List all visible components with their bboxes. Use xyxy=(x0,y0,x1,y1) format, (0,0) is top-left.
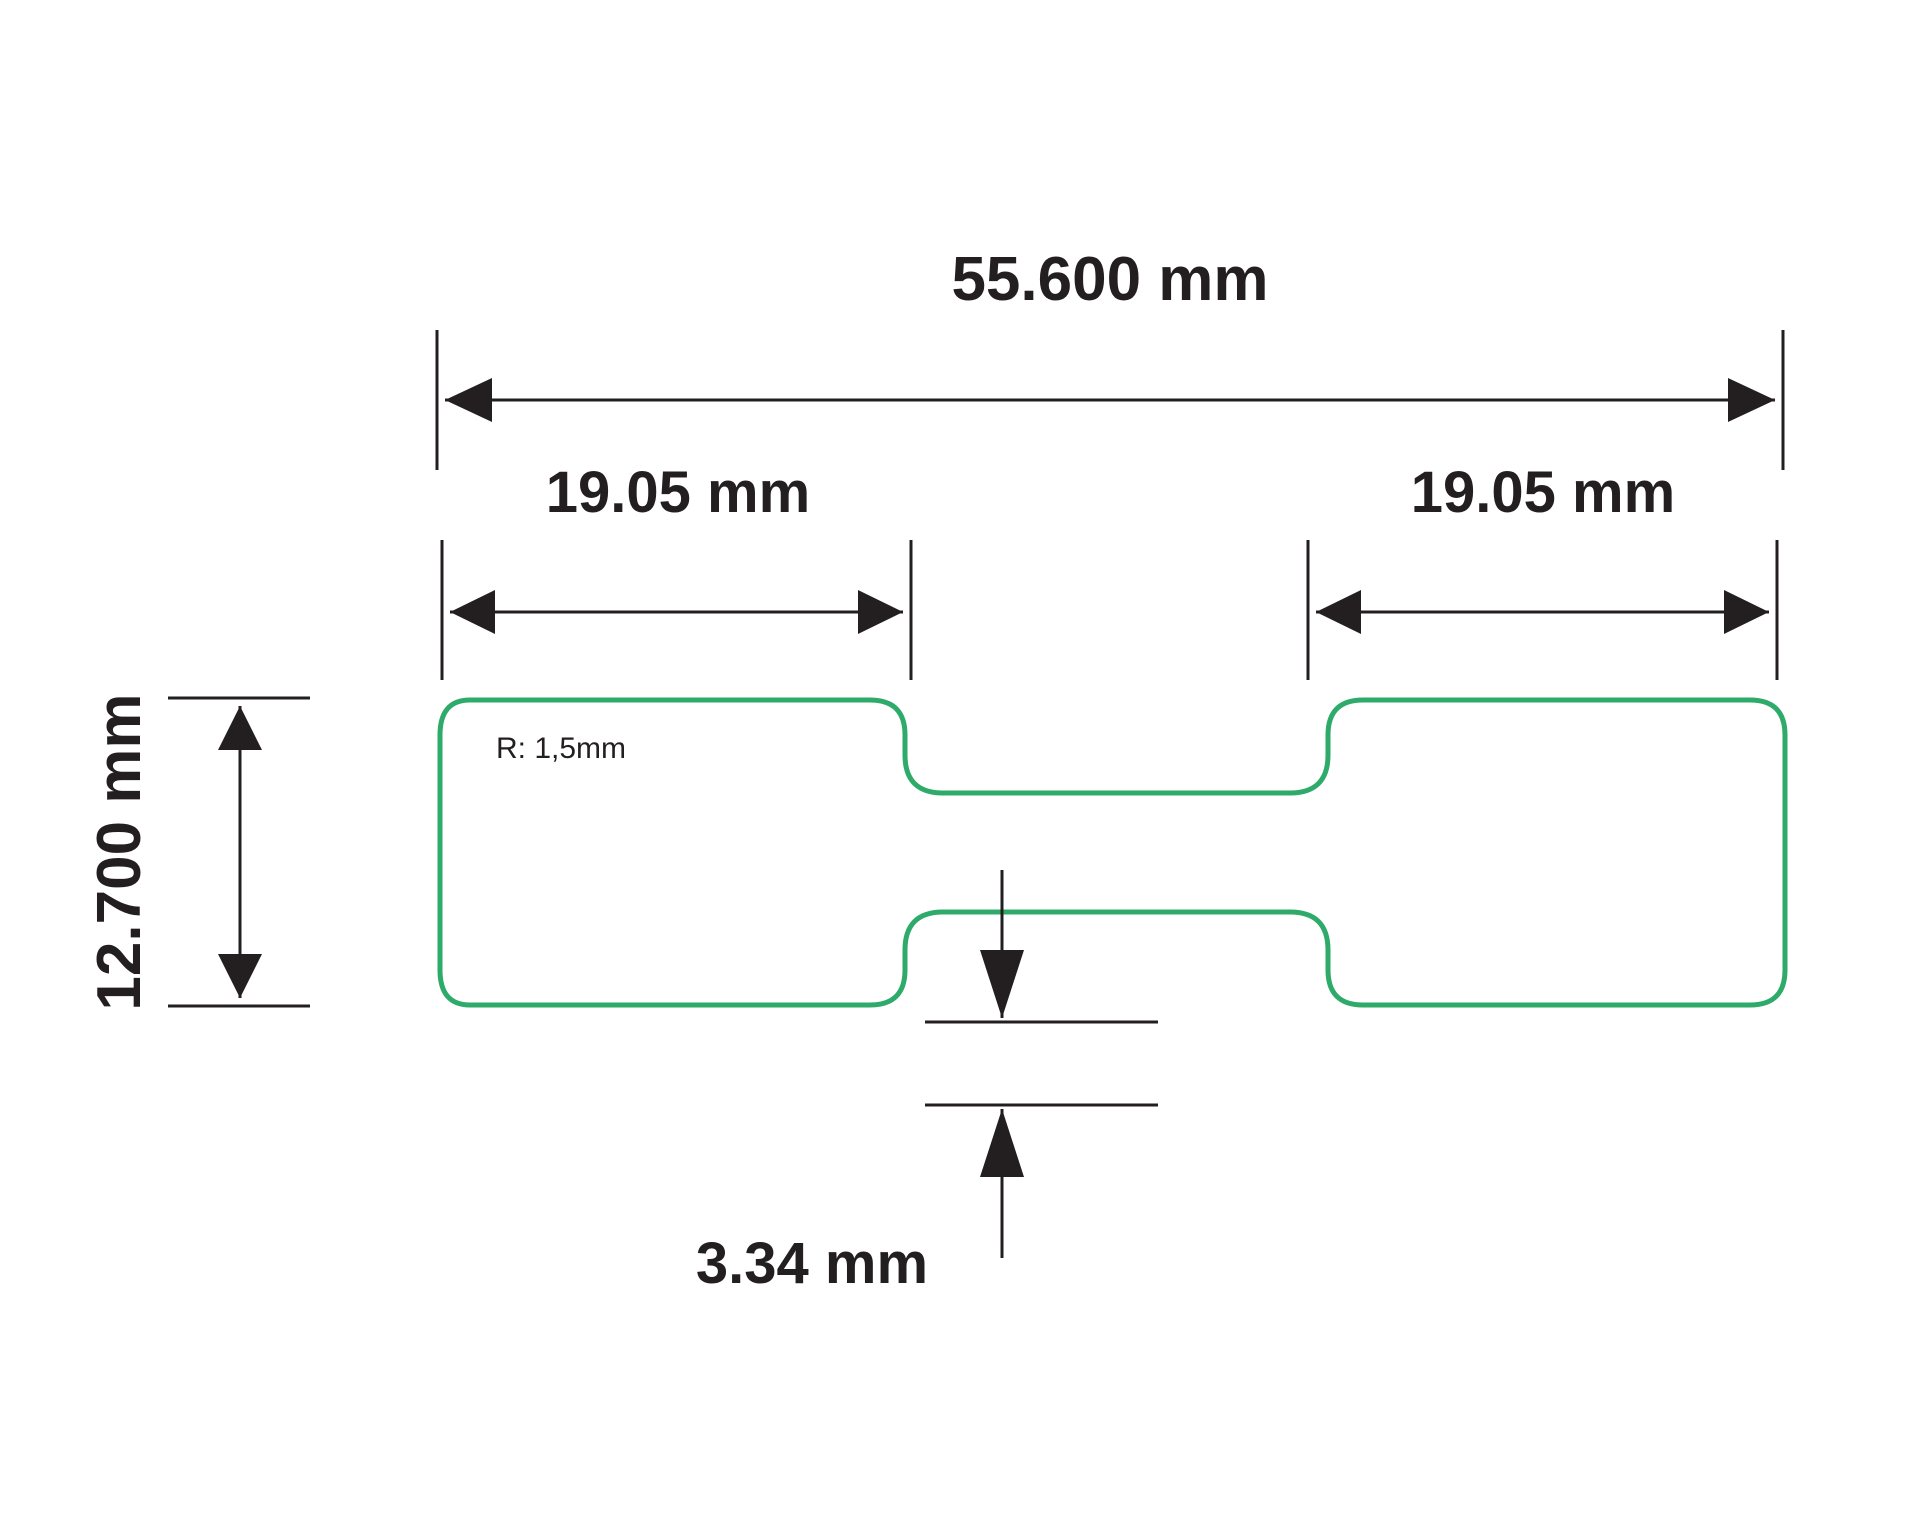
neck-offset-arrowhead-top xyxy=(980,950,1024,1018)
right-end-arrowhead-right xyxy=(1724,590,1769,634)
left-end-width-dimension: 19.05 mm xyxy=(440,460,913,680)
overall-width-label: 55.600 mm xyxy=(951,245,1268,314)
neck-offset-label: 3.34 mm xyxy=(696,1231,928,1296)
height-dimension: 12.700 mm xyxy=(85,693,310,1011)
overall-width-arrowhead-right xyxy=(1728,378,1775,422)
height-label: 12.700 mm xyxy=(85,693,154,1010)
height-arrowhead-top xyxy=(218,706,262,750)
neck-offset-dimension: 3.34 mm xyxy=(696,870,1158,1296)
right-end-width-label: 19.05 mm xyxy=(1411,460,1675,525)
left-end-arrowhead-left xyxy=(450,590,495,634)
label-outline xyxy=(437,697,1788,1008)
right-end-width-dimension: 19.05 mm xyxy=(1306,460,1779,680)
right-end-arrowhead-left xyxy=(1316,590,1361,634)
overall-width-arrowhead-left xyxy=(445,378,492,422)
corner-radius-label: R: 1,5mm xyxy=(496,732,626,765)
overall-width-dimension: 55.600 mm xyxy=(435,245,1785,470)
height-arrowhead-bottom xyxy=(218,954,262,998)
left-end-width-label: 19.05 mm xyxy=(546,460,810,525)
left-end-arrowhead-right xyxy=(858,590,903,634)
neck-offset-arrowhead-bottom xyxy=(980,1109,1024,1177)
